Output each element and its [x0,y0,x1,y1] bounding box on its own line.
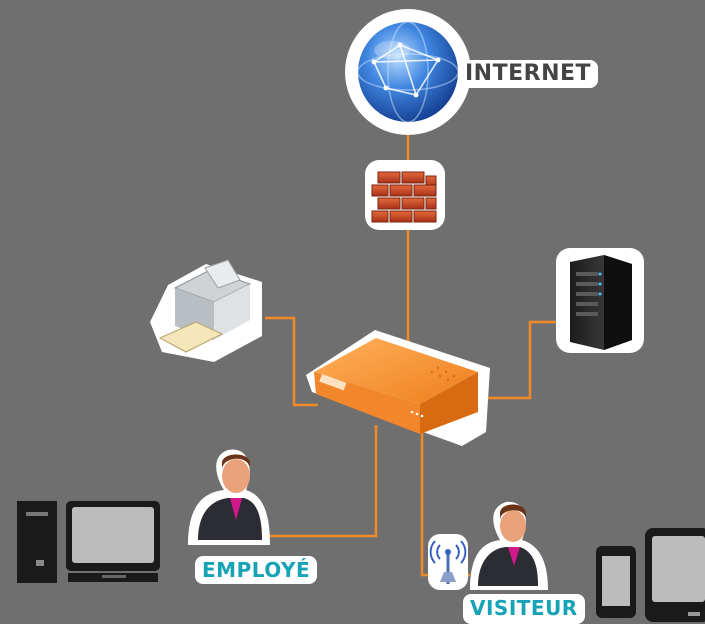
connector-lines [258,128,563,577]
wifi-antenna-icon [428,534,468,590]
internet-label: INTERNET [458,60,599,88]
link-server-gateway [482,320,563,400]
visitor-label: VISITEUR [463,594,585,624]
printer-icon [150,259,262,362]
network-appliance-icon [306,330,490,446]
link-printer-gateway [265,316,318,407]
employee-label: EMPLOYÉ [195,556,318,584]
visitor-person-icon [470,501,548,590]
desktop-computer-icon [17,501,160,583]
firewall-icon [365,160,445,230]
internet-globe-icon [345,9,471,135]
server-tower-icon [556,248,644,353]
employee-person-icon [188,449,270,545]
link-gateway-employee [258,425,378,538]
mobile-device-icon [596,528,705,622]
